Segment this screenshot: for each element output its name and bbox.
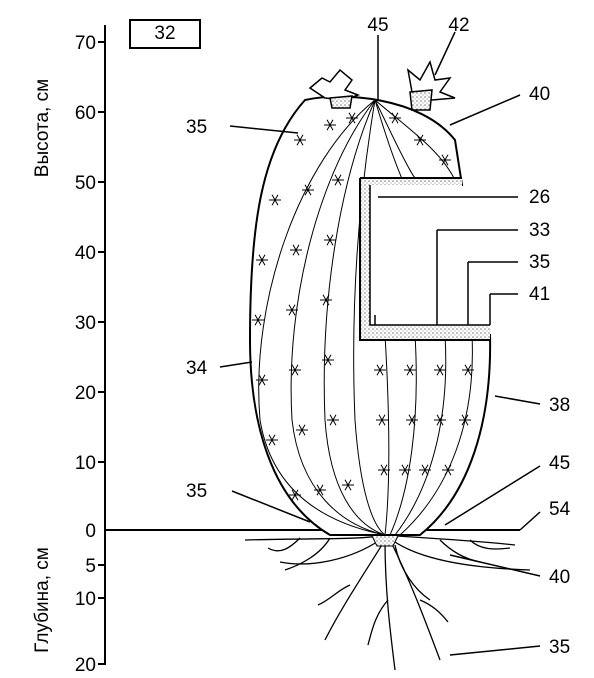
callout-33: 33	[529, 220, 550, 241]
callout-40-low: 40	[549, 567, 570, 588]
callout-54: 54	[549, 499, 571, 520]
depth-axis-label: Глубина, см	[32, 547, 53, 653]
depth-tick-20: 20	[75, 655, 96, 676]
callout-35-left-top: 35	[186, 117, 207, 138]
height-axis-label: Высота, см	[32, 79, 53, 177]
height-tick-40: 40	[75, 243, 96, 264]
flower-right	[408, 62, 455, 110]
callout-26: 26	[529, 187, 550, 208]
height-tick-60: 60	[75, 103, 96, 124]
callout-42: 42	[448, 15, 469, 36]
callout-41: 41	[529, 284, 550, 305]
height-tick-50: 50	[75, 173, 96, 194]
roots	[245, 535, 530, 670]
depth-tick-10: 10	[75, 589, 96, 610]
callout-34: 34	[186, 358, 208, 379]
callout-45-low: 45	[549, 453, 570, 474]
callout-38: 38	[549, 395, 570, 416]
height-axis: 70 60 50 40 30 20 10 0 Высота, см	[32, 25, 106, 542]
height-tick-30: 30	[75, 313, 96, 334]
height-tick-0: 0	[85, 521, 96, 542]
callout-45-top: 45	[367, 15, 388, 36]
height-tick-20: 20	[75, 383, 96, 404]
callout-40-right: 40	[529, 84, 550, 105]
height-tick-70: 70	[75, 33, 96, 54]
depth-axis: 5 10 20 Глубина, см	[32, 530, 106, 676]
height-tick-10: 10	[75, 453, 96, 474]
callout-35-bottom: 35	[549, 637, 570, 658]
cactus-body	[250, 97, 490, 535]
callout-35-right: 35	[529, 252, 550, 273]
callout-35-left-low: 35	[186, 481, 207, 502]
depth-tick-5: 5	[85, 556, 96, 577]
